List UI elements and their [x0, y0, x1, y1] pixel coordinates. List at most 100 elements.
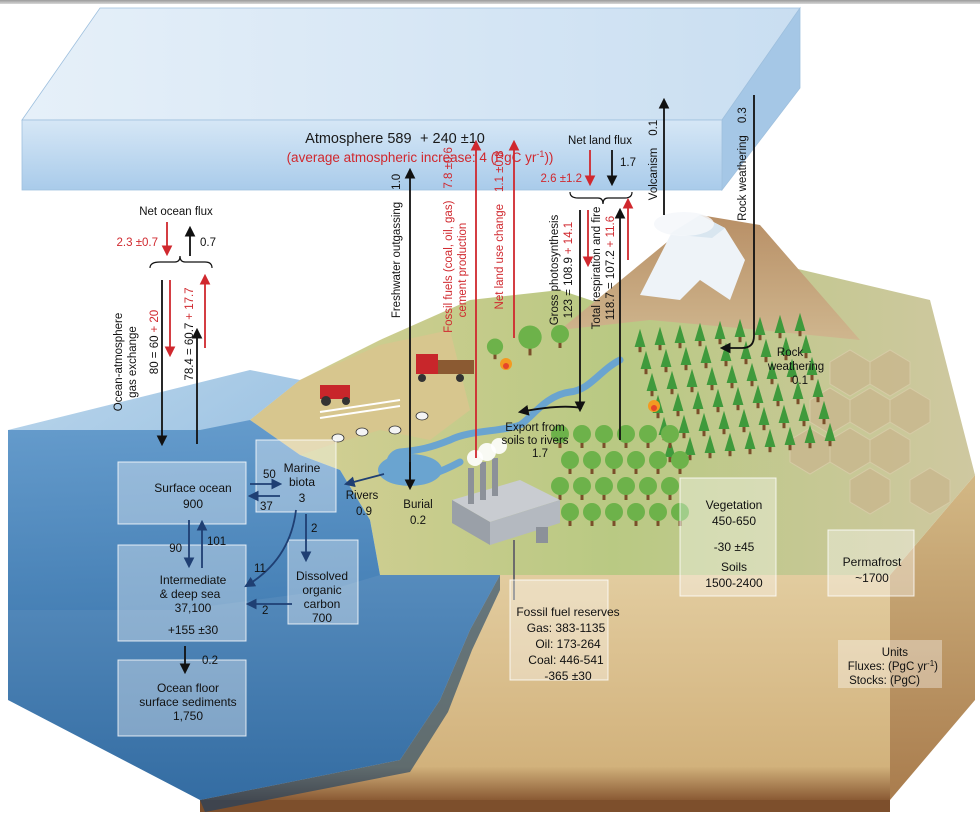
- export-label: Export from soils to rivers 1.7: [501, 422, 568, 460]
- volcano: [560, 212, 860, 340]
- biota-to-deep-arrow: [244, 509, 297, 588]
- tree-icon: [726, 364, 738, 389]
- tree-icon: [646, 372, 658, 397]
- tree-icon: [671, 451, 689, 474]
- tree-icon: [774, 314, 786, 339]
- tree-icon: [640, 350, 652, 375]
- tree-icon: [752, 384, 764, 409]
- tree-icon: [806, 356, 818, 381]
- net-land-flux-title: Net land flux: [568, 135, 632, 147]
- tree-icon: [639, 477, 657, 500]
- rock-weathering-arrow: [719, 95, 755, 354]
- tree-icon: [764, 428, 776, 453]
- doc-label-3: carbon: [304, 597, 341, 611]
- svg-text:Units: Units: [882, 647, 908, 659]
- tree-icon: [718, 410, 730, 435]
- tree-icon: [672, 392, 684, 417]
- tree-icon: [639, 425, 657, 448]
- oil-reserves: Oil: 173-264: [535, 637, 601, 651]
- tree-icon: [551, 325, 569, 348]
- svg-text:soils to rivers: soils to rivers: [501, 435, 568, 447]
- tree-icon: [818, 400, 830, 425]
- svg-text:Volcanism0.1: Volcanism0.1: [648, 120, 660, 200]
- window-top-edge: [0, 0, 980, 4]
- tree-icon: [561, 451, 579, 474]
- surface-to-deep-value: 90: [169, 543, 182, 555]
- sediment-flux-value: 0.2: [202, 655, 218, 667]
- volcanism-label: Volcanism0.1: [648, 120, 660, 200]
- tree-icon: [704, 434, 716, 459]
- tree-icon: [760, 338, 772, 363]
- net-ocean-flux-down-value: 2.3 ±0.7: [117, 237, 158, 249]
- net-ocean-flux-up-value: 0.7: [200, 237, 216, 249]
- forest: [486, 312, 836, 526]
- ocean-up-flux-label: 78.4 = 60.7+ 17.7: [184, 287, 196, 380]
- tree-icon: [518, 325, 542, 356]
- svg-text:78.4 = 60.7+ 17.7: 78.4 = 60.7+ 17.7: [184, 287, 196, 380]
- tree-icon: [661, 425, 679, 448]
- intermediate-label-1: Intermediate: [160, 573, 227, 587]
- tree-icon: [649, 503, 667, 526]
- tree-icon: [738, 408, 750, 433]
- units-legend: Units Fluxes: (PgC yr-1) Stocks: (PgC): [838, 640, 942, 688]
- rivers-label: Rivers: [346, 490, 379, 502]
- fossil-change: -365 ±30: [544, 669, 592, 683]
- land-surface: [250, 260, 975, 575]
- doc-value: 700: [312, 611, 332, 625]
- tree-icon: [734, 318, 746, 343]
- tree-icon: [660, 348, 672, 373]
- tree-icon: [732, 386, 744, 411]
- tree-icon: [605, 451, 623, 474]
- rock-weathering-top-label: Rock weathering0.3: [737, 107, 749, 221]
- tree-icon: [800, 334, 812, 359]
- tree-icon: [740, 340, 752, 365]
- svg-text:Total respiration and fire: Total respiration and fire: [591, 207, 603, 330]
- tree-icon: [724, 432, 736, 457]
- svg-text:1.7: 1.7: [532, 448, 548, 460]
- tree-icon: [698, 412, 710, 437]
- tree-icon: [792, 380, 804, 405]
- tree-icon: [686, 368, 698, 393]
- net-ocean-flux-title: Net ocean flux: [139, 206, 213, 218]
- tree-icon: [758, 406, 770, 431]
- marine-biota-label-2: biota: [289, 475, 315, 489]
- rivers-value: 0.9: [356, 506, 372, 518]
- tree-icon: [661, 477, 679, 500]
- ocean-down-flux-label: 80 = 60+ 20: [149, 310, 161, 374]
- tree-icon: [678, 414, 690, 439]
- tree-icon: [784, 426, 796, 451]
- tree-icon: [583, 503, 601, 526]
- tree-icon: [486, 338, 504, 360]
- tree-icon: [627, 451, 645, 474]
- tree-icon: [583, 451, 601, 474]
- svg-text:Freshwater outgassing1.0: Freshwater outgassing1.0: [391, 174, 403, 318]
- coal-reserves: Coal: 446-541: [528, 653, 604, 667]
- svg-text:Ocean-atmosphere: Ocean-atmosphere: [113, 313, 125, 411]
- tree-icon: [824, 422, 836, 447]
- gas-exchange-label: Ocean-atmosphere gas exchange: [113, 313, 139, 411]
- rock-weathering-ground-label: Rock weathering 0.1: [767, 347, 824, 387]
- svg-text:80 = 60+ 20: 80 = 60+ 20: [149, 310, 161, 374]
- tree-icon: [812, 378, 824, 403]
- marine-biota-label-1: Marine: [284, 461, 321, 475]
- biota-to-doc-value: 2: [311, 523, 317, 535]
- factory: [452, 438, 560, 600]
- land-use-label: Net land use change1.1 ±0.8: [494, 151, 506, 310]
- atmosphere-slab: [21, 6, 801, 192]
- tree-icon: [595, 425, 613, 448]
- tree-icon: [772, 382, 784, 407]
- soils-label: Soils: [721, 560, 747, 574]
- tree-icon: [617, 425, 635, 448]
- rivers-arrow: [343, 473, 385, 488]
- tree-icon: [605, 503, 623, 526]
- tree-icon: [649, 451, 667, 474]
- svg-text:123 = 108.9+ 14.1: 123 = 108.9+ 14.1: [563, 222, 575, 318]
- tree-icon: [561, 503, 579, 526]
- tree-icon: [694, 322, 706, 347]
- tree-icon: [654, 326, 666, 351]
- atmosphere-label: Atmosphere 589 + 240 ±10: [305, 130, 485, 147]
- atmospheric-increase: (average atmospheric increase: 4 (PgC yr…: [287, 149, 554, 165]
- tree-icon: [766, 360, 778, 385]
- vegetation-change: -30 ±45: [714, 540, 755, 554]
- tree-icon: [754, 316, 766, 341]
